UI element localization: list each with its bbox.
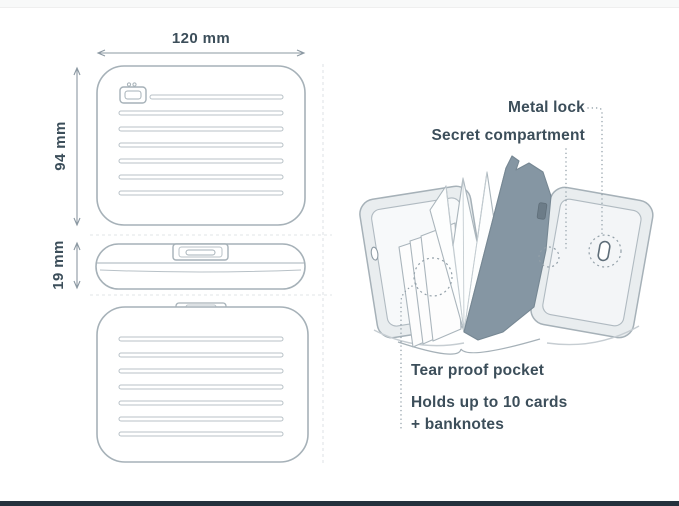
secret-compartment-circle	[538, 246, 560, 268]
side-view	[95, 243, 306, 290]
dimension-lines	[73, 49, 306, 290]
front-ridges	[118, 94, 284, 196]
back-ridges	[118, 336, 284, 437]
tear-proof-circle	[413, 257, 453, 297]
metal-lock-circle	[588, 234, 622, 268]
metal-lock-pill	[597, 240, 611, 262]
metal-lock-label: Metal lock	[508, 99, 585, 116]
spine	[397, 338, 541, 355]
tear-proof-pocket-label: Tear proof pocket	[411, 362, 545, 379]
separator-lines	[90, 64, 332, 466]
annotation-lines	[400, 107, 603, 432]
front-view	[96, 65, 306, 226]
bottom-bar	[0, 501, 679, 506]
capacity-label-line2: + banknotes	[411, 416, 505, 433]
secret-flap	[463, 155, 552, 341]
logo-slot	[370, 246, 379, 261]
flap-lock-tab	[536, 202, 548, 220]
secret-compartment-label: Secret compartment	[431, 127, 585, 144]
width-dimension-label: 120 mm	[171, 30, 231, 47]
open-wallet	[359, 155, 654, 355]
brand-logo-mark	[119, 82, 147, 104]
height-dimension-label: 94 mm	[51, 121, 69, 171]
top-edge	[0, 0, 679, 8]
clasp	[172, 243, 229, 261]
annotation-circles	[413, 234, 622, 297]
capacity-label-line1: Holds up to 10 cards	[411, 394, 568, 411]
right-shell	[530, 186, 654, 339]
thickness-dimension-label: 19 mm	[49, 240, 67, 290]
back-view	[96, 302, 309, 463]
